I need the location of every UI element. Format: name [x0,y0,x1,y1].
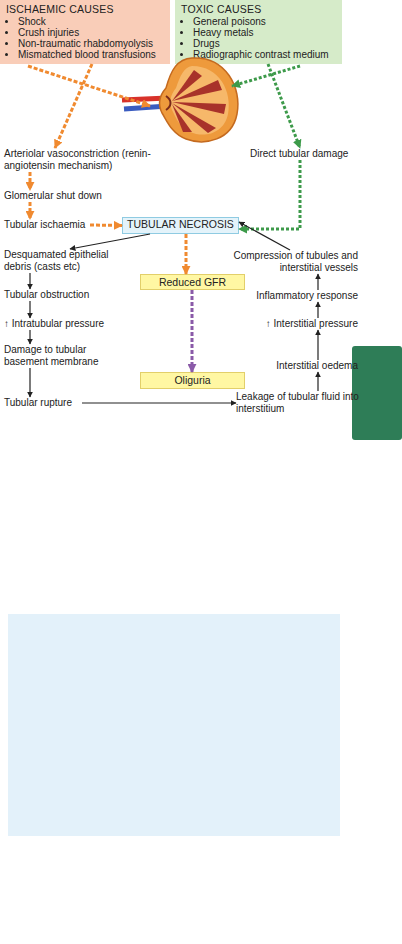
cause-item: Mismatched blood transfusions [18,49,166,60]
flow-arrow [29,172,32,190]
node-label: Interstitial oedema [250,360,358,372]
flow-arrow [191,290,194,372]
cause-item: Crush injuries [18,27,166,38]
flow-arrow [268,64,300,148]
cause-box: ISCHAEMIC CAUSESShockCrush injuriesNon-t… [0,0,170,64]
process-text: Arteriolar vasoconstriction (renin-angio… [4,148,164,172]
renal-pelvis [166,96,171,110]
flow-arrow [185,234,188,274]
node-label: Oliguria [141,373,244,387]
process-text: Damage to tubular basement membrane [4,344,104,368]
node-label: Tubular ischaemia [4,219,90,231]
node-label: Reduced GFR [141,275,244,289]
result-box: Reduced GFR [140,274,245,290]
process-text: Tubular ischaemia [4,219,90,231]
cause-arrow [232,66,300,86]
flow-arrow [29,330,30,344]
result-box: Oliguria [140,372,245,389]
process-text: Tubular rupture [4,397,82,409]
flow-arrow [317,372,318,391]
node-label: TUBULAR NECROSIS [123,218,238,231]
flow-arrow [29,368,30,397]
flow-arrow [317,302,318,318]
flow-arrow [82,402,236,403]
kidney-cortex [170,66,228,135]
kidney-pyramid [172,70,202,101]
blank-panel [8,614,340,836]
kidney-pyramid [172,102,226,114]
flow-arrow [90,224,122,228]
process-text: ↑ Interstitial pressure [240,318,358,330]
flow-arrow [29,273,30,289]
process-text: Interstitial oedema [250,360,358,372]
node-label: Inflammatory response [240,290,358,302]
cause-item: General poisons [193,16,338,27]
process-text: Tubular obstruction [4,289,104,301]
cause-item: Shock [18,16,166,27]
cause-item: Heavy metals [193,27,338,38]
cause-box: TOXIC CAUSESGeneral poisonsHeavy metalsD… [175,0,342,64]
node-label: Glomerular shut down [4,190,114,202]
process-text: Leakage of tubular fluid into interstiti… [236,391,360,415]
box-heading: TOXIC CAUSES [181,3,338,15]
process-text: ↑ Intratubular pressure [4,318,116,330]
kidney-pyramid [172,104,192,132]
flow-arrow [239,222,290,250]
kidney-pyramid [172,80,222,101]
node-label: ↑ Intratubular pressure [4,318,116,330]
central-box: TUBULAR NECROSIS [122,217,239,234]
process-text: Direct tubular damage [250,148,360,160]
node-label: Direct tubular damage [250,148,360,160]
process-text: Glomerular shut down [4,190,114,202]
node-label: ↑ Interstitial pressure [240,318,358,330]
kidney-illustration [122,58,238,142]
flow-arrow [317,330,318,360]
node-label: Desquamated epithelial debris (casts etc… [4,249,128,273]
cause-item: Radiographic contrast medium [193,49,338,60]
flow-arrow [70,234,150,249]
cause-item: Non-traumatic rhabdomyolysis [18,38,166,49]
kidney-outline [160,58,238,142]
node-label: Leakage of tubular fluid into interstiti… [236,391,360,415]
flow-arrow [239,160,300,229]
process-text: Inflammatory response [240,290,358,302]
renal-vein [124,106,168,109]
node-label: Tubular obstruction [4,289,104,301]
cause-list: General poisonsHeavy metalsDrugsRadiogra… [181,16,338,60]
node-label: Compression of tubules and interstitial … [228,250,358,274]
chapter-tab [352,346,402,440]
process-text: Desquamated epithelial debris (casts etc… [4,249,128,273]
flow-arrow [55,64,92,148]
cause-item: Drugs [193,38,338,49]
node-label: Tubular rupture [4,397,82,409]
cause-arrow [28,66,150,106]
node-label: Arteriolar vasoconstriction (renin-angio… [4,148,164,172]
box-heading: ISCHAEMIC CAUSES [6,3,166,15]
process-text: Compression of tubules and interstitial … [228,250,358,274]
cause-list: ShockCrush injuriesNon-traumatic rhabdom… [6,16,166,60]
flow-arrow [29,202,32,219]
kidney-pyramid [172,103,216,133]
flow-arrow [29,301,30,318]
renal-artery [122,98,168,100]
flow-arrow [317,274,318,290]
node-label: Damage to tubular basement membrane [4,344,104,368]
